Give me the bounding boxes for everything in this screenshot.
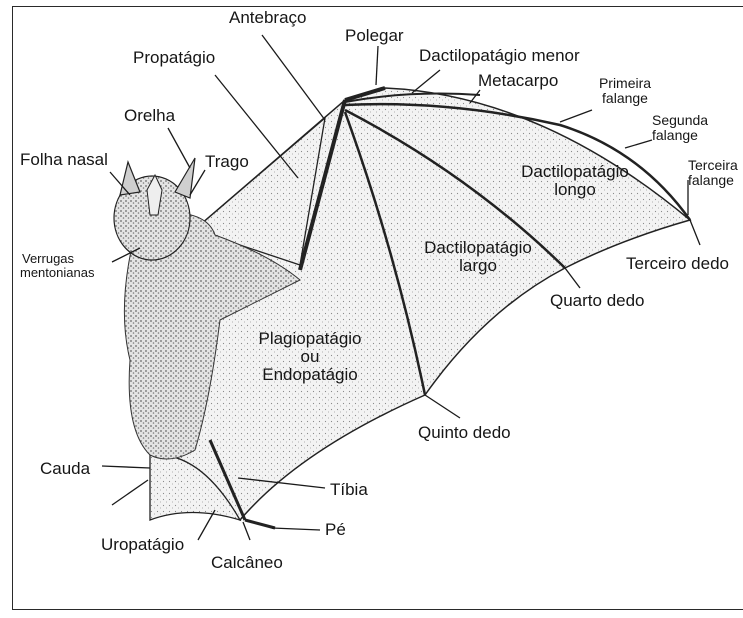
- label-uropatagio: Uropatágio: [101, 536, 184, 554]
- foot: [245, 520, 275, 528]
- label-plagiopatagio-line2: ou: [240, 348, 380, 366]
- label-terceira-falange-line1: Terceira: [688, 158, 738, 173]
- label-tibia: Tíbia: [330, 481, 368, 499]
- label-quarto-dedo: Quarto dedo: [550, 292, 645, 310]
- label-verrugas-line2: mentonianas: [20, 266, 94, 280]
- label-primeira-falange-line2: falange: [590, 91, 660, 106]
- label-plagiopatagio-line3: Endopatágio: [240, 366, 380, 384]
- label-dactilopatagio-longo-line2: longo: [510, 181, 640, 199]
- label-propatagio: Propatágio: [133, 49, 215, 67]
- label-dactilopatagio-largo: Dactilopatágio largo: [413, 239, 543, 275]
- label-dactilopatagio-longo: Dactilopatágio longo: [510, 163, 640, 199]
- label-dactilopatagio-largo-line2: largo: [413, 257, 543, 275]
- label-trago: Trago: [205, 153, 249, 171]
- label-orelha: Orelha: [124, 107, 175, 125]
- label-verrugas-line1: Verrugas: [20, 252, 94, 266]
- label-antebraco: Antebraço: [229, 9, 307, 27]
- label-segunda-falange-line1: Segunda: [652, 113, 708, 128]
- label-terceira-falange: Terceira falange: [688, 158, 738, 188]
- label-folha-nasal: Folha nasal: [20, 151, 108, 169]
- label-terceira-falange-line2: falange: [688, 173, 738, 188]
- label-primeira-falange: Primeira falange: [590, 76, 660, 106]
- label-verrugas-mentonianas: Verrugas mentonianas: [20, 252, 94, 280]
- label-plagiopatagio: Plagiopatágio ou Endopatágio: [240, 330, 380, 384]
- label-calcaneo: Calcâneo: [211, 554, 283, 572]
- label-quinto-dedo: Quinto dedo: [418, 424, 511, 442]
- label-cauda: Cauda: [40, 460, 90, 478]
- label-primeira-falange-line1: Primeira: [590, 76, 660, 91]
- label-polegar: Polegar: [345, 27, 404, 45]
- label-pe: Pé: [325, 521, 346, 539]
- label-terceiro-dedo: Terceiro dedo: [626, 255, 729, 273]
- label-segunda-falange-line2: falange: [652, 128, 708, 143]
- label-dactilopatagio-menor: Dactilopatágio menor: [419, 47, 580, 65]
- label-segunda-falange: Segunda falange: [652, 113, 708, 143]
- ear-left: [120, 162, 140, 195]
- label-plagiopatagio-line1: Plagiopatágio: [240, 330, 380, 348]
- label-dactilopatagio-longo-line1: Dactilopatágio: [510, 163, 640, 181]
- label-dactilopatagio-largo-line1: Dactilopatágio: [413, 239, 543, 257]
- label-metacarpo: Metacarpo: [478, 72, 558, 90]
